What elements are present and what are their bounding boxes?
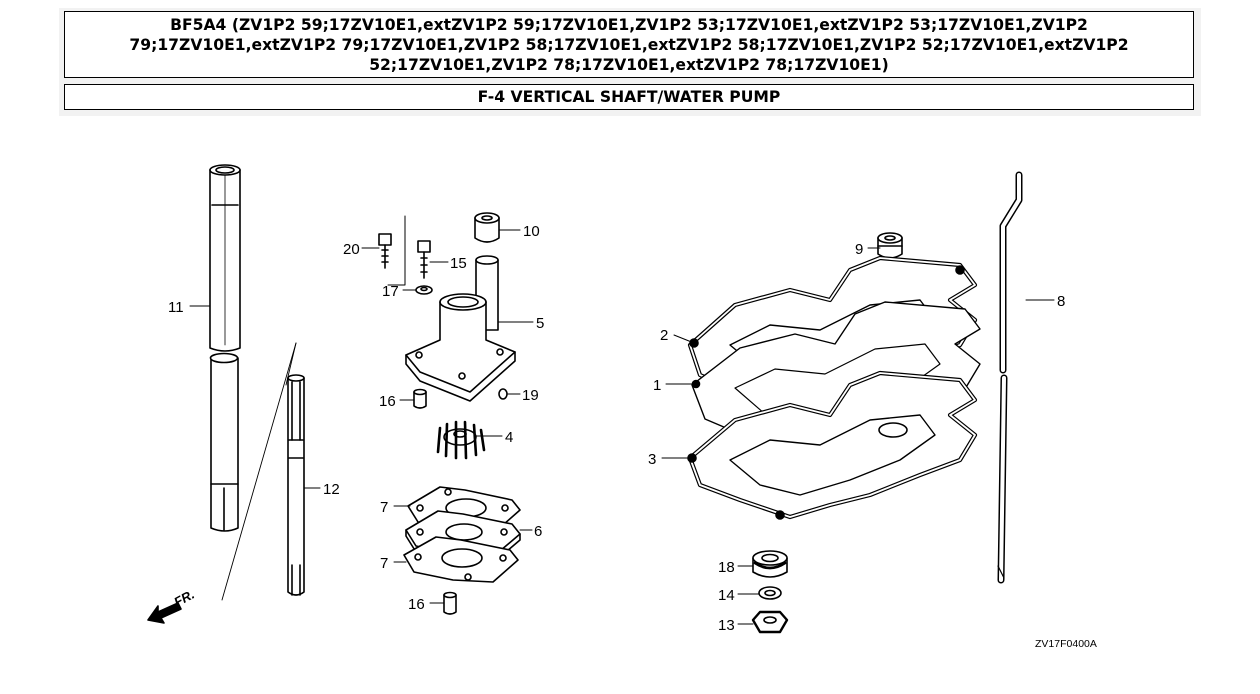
callout-10: 10 [523,223,540,240]
bolt-bracket-line [387,215,406,286]
callout-20: 20 [343,241,360,258]
part-18-oil-seal [752,550,788,578]
callout-3: 3 [648,451,656,468]
part-13-nut [751,610,789,634]
callout-16-upper: 16 [379,393,396,410]
part-19-pin [498,388,508,400]
shaft-guide-lines [221,342,297,601]
callout-19: 19 [522,387,539,404]
page-title: BF5A4 (ZV1P2 59;17ZV10E1,extZV1P2 59;17Z… [64,11,1194,78]
callout-7-lower: 7 [380,555,388,572]
part-11-shaft-tube [209,164,241,352]
callout-4: 4 [505,429,513,446]
part-11-shaft-lower [209,352,239,532]
callout-18: 18 [718,559,735,576]
leader-lines [189,229,1055,625]
part-7-gasket-lower [403,536,519,583]
callout-1: 1 [653,377,661,394]
part-20-bolt [378,233,392,269]
callout-17: 17 [382,283,399,300]
callout-11: 11 [168,299,184,316]
drawing-code: ZV17F0400A [1035,638,1097,650]
part-16-dowel-pin-upper [413,388,427,409]
callout-14: 14 [718,587,735,604]
callout-9: 9 [855,241,863,258]
part-12-vertical-shaft [287,374,305,596]
part-17-washer [415,285,433,295]
callout-5: 5 [536,315,544,332]
part-8-water-tube [997,171,1023,584]
callout-13: 13 [718,617,735,634]
section-title: F-4 VERTICAL SHAFT/WATER PUMP [64,84,1194,110]
callout-2: 2 [660,327,668,344]
callout-15: 15 [450,255,467,272]
part-15-bolt [417,240,431,279]
callout-7-upper: 7 [380,499,388,516]
callout-8: 8 [1057,293,1065,310]
callout-6: 6 [534,523,542,540]
callout-12: 12 [323,481,340,498]
part-10-grommet [474,212,500,243]
front-arrow [147,602,182,624]
part-3-gasket [687,370,978,520]
callout-16-lower: 16 [408,596,425,613]
part-14-washer [758,586,782,600]
callout-labels: 11 12 20 15 17 10 5 16 19 4 7 6 7 16 9 8… [168,223,1065,634]
part-5-pump-housing [405,255,516,402]
part-9-grommet [877,232,903,259]
part-4-impeller [436,420,486,460]
part-16-dowel-pin-lower [443,591,457,615]
